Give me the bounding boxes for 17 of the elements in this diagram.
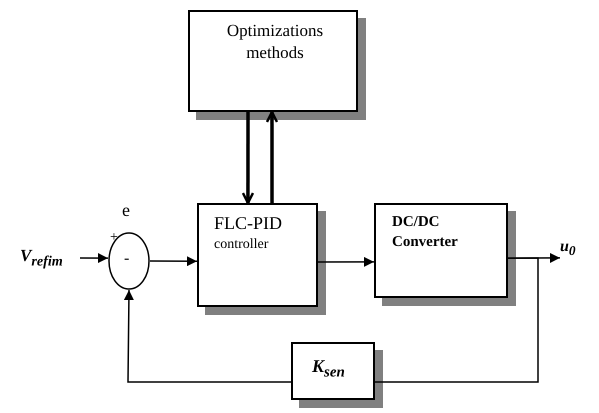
arrow [150,256,197,266]
signal-label: u$_{0}$ [560,238,576,260]
arrow [318,256,374,267]
block-label: FLC-PID [214,213,282,234]
arrow [242,112,254,204]
block-label: K$_{sen}$ [312,356,345,382]
arrow [124,290,291,383]
signal-label: e [122,200,130,221]
arrow [266,110,278,203]
signal-label: V$_{refim}$ [20,246,63,270]
block-label: Optimizations methods [226,20,324,64]
connector-line [375,257,539,383]
block-label: DC/DC Converter [392,213,459,252]
sign-label: + [110,230,118,246]
arrow [80,253,108,264]
block-label: controller [214,237,268,253]
sign-label: - [124,250,130,268]
